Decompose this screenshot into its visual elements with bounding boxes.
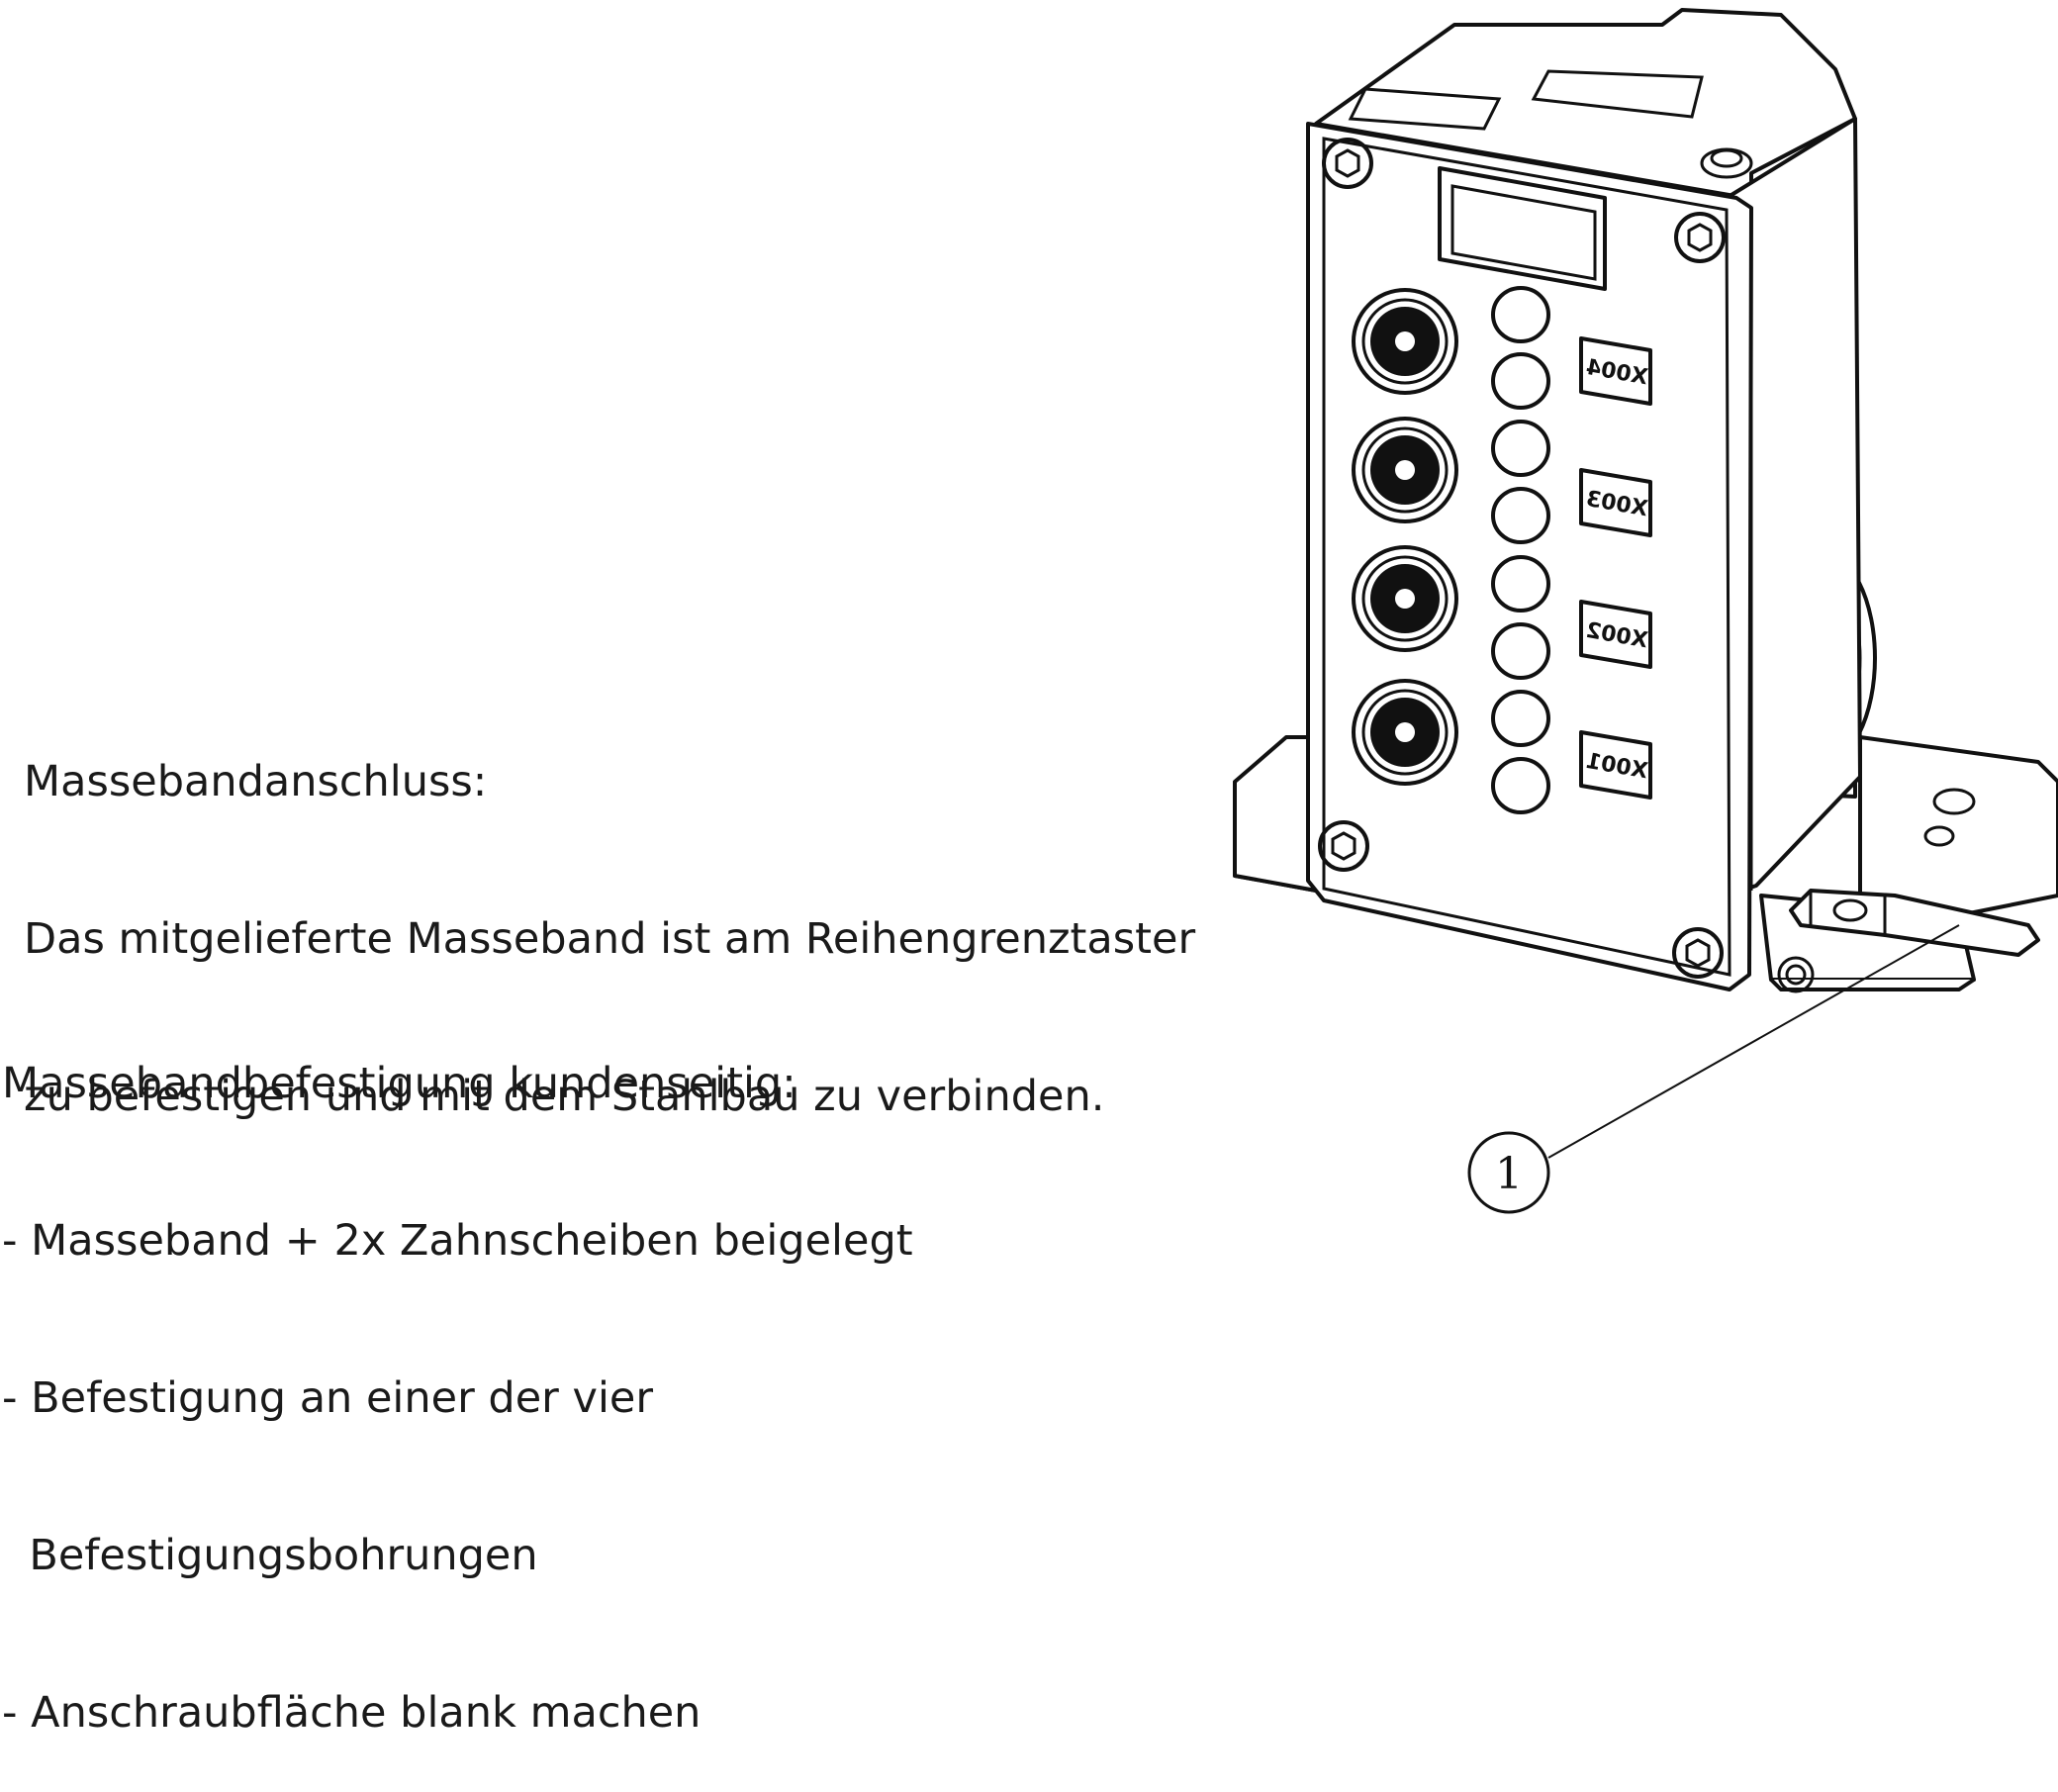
connector-icon [1352, 417, 1458, 523]
connector-icon [1352, 545, 1458, 652]
connector-icon [1352, 679, 1458, 786]
led-icon [1491, 286, 1550, 343]
mounting-note: Massebandbefestigung kundenseitig: - Mas… [2, 953, 913, 1792]
mounting-base-plate [1233, 735, 2058, 993]
led-indicators [1491, 286, 1550, 814]
callout-1: 1 [1467, 924, 1960, 1214]
device-drawing: X004 X003 X002 X001 1 [1233, 8, 2058, 1214]
connection-heading: Massebandanschluss: [24, 757, 488, 806]
mounting-line-2: - Befestigung an einer der vier [2, 1373, 654, 1423]
led-icon [1491, 757, 1550, 814]
led-icon [1491, 420, 1550, 477]
mounting-heading: Massebandbefestigung kundenseitig: [2, 1059, 796, 1108]
grounding-strap [1789, 889, 2040, 957]
connection-note: Massebandanschluss: Das mitgelieferte Ma… [24, 651, 1195, 1176]
connection-line-2: zu befestigen und mit dem Stahlbau zu ve… [24, 1072, 1105, 1121]
mounting-line-3: Befestigungsbohrungen [2, 1531, 538, 1580]
screw-icon [1318, 820, 1369, 872]
mounting-line-1: - Masseband + 2x Zahnscheiben beigelegt [2, 1216, 913, 1266]
led-icon [1491, 690, 1550, 747]
callout-number: 1 [1495, 1149, 1523, 1199]
corner-screws [1318, 138, 1726, 979]
display-window [1438, 166, 1607, 291]
led-icon [1491, 352, 1550, 410]
led-icon [1491, 555, 1550, 613]
screw-icon [1674, 212, 1726, 263]
led-icon [1491, 622, 1550, 680]
m12-connectors [1352, 288, 1458, 786]
connection-line-1: Das mitgelieferte Masseband ist am Reihe… [24, 914, 1196, 964]
led-icon [1491, 487, 1550, 544]
connector-icon [1352, 288, 1458, 395]
screw-icon [1672, 927, 1724, 979]
screw-icon [1322, 138, 1373, 189]
mounting-line-4: - Anschraubfläche blank machen [2, 1688, 702, 1738]
